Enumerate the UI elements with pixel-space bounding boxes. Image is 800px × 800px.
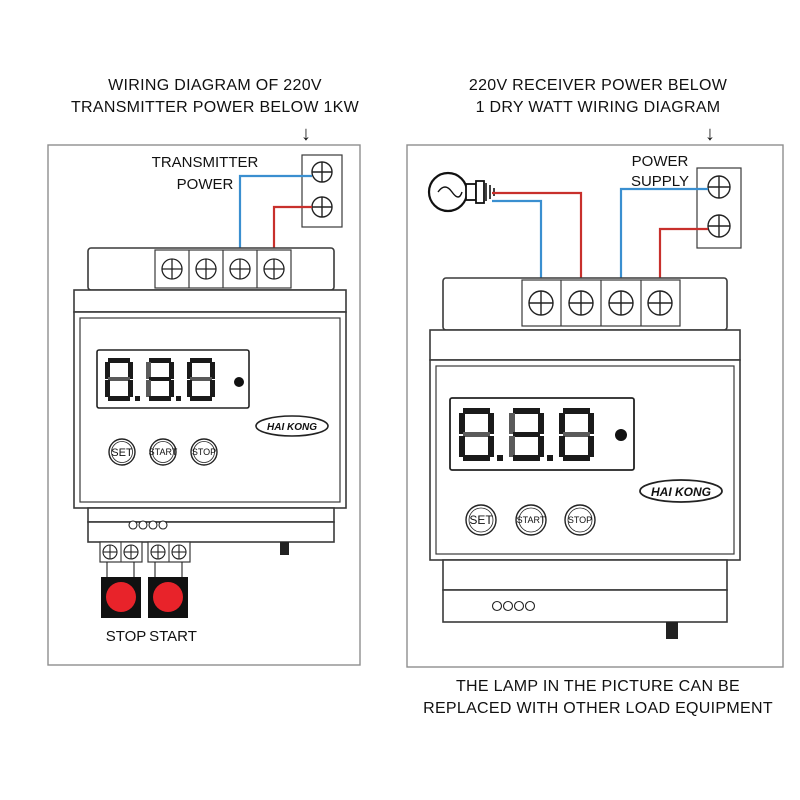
left-start-button-label: START [149,447,178,457]
terminal-screw-icon [707,175,731,199]
terminal-screw-icon [311,196,333,218]
stop-push-button[interactable] [101,577,141,618]
left-start-button[interactable]: START [149,438,178,466]
terminal-screw-icon [229,258,251,280]
stop-switch-label: STOP [106,628,147,645]
right-indicator-dots [491,600,536,612]
right-title-line2: 1 DRY WATT WIRING DIAGRAM [476,99,721,116]
right-set-button[interactable]: SET [465,504,497,536]
left-display [96,349,250,409]
left-panel: WIRING DIAGRAM OF 220V TRANSMITTER POWER… [47,77,361,666]
right-title-line1: 220V RECEIVER POWER BELOW [469,77,728,94]
terminal-screw-icon [568,290,594,316]
right-footer-line2: REPLACED WITH OTHER LOAD EQUIPMENT [423,700,773,717]
terminal-screw-icon [647,290,673,316]
terminal-screw-icon [195,258,217,280]
terminal-screw-icon [528,290,554,316]
terminal-screw-icon [311,161,333,183]
right-seven-segment-digits [459,408,594,461]
right-power-label-line1: POWER [632,153,689,170]
right-power-label-line2: SUPPLY [631,173,689,190]
left-power-terminal [301,154,343,228]
left-title-line2: TRANSMITTER POWER BELOW 1KW [71,99,360,116]
status-led [234,377,244,387]
blue-wire-lamp [492,199,543,302]
terminal-screw-icon [707,214,731,238]
terminal-screw-icon [171,544,187,560]
left-brand-logo: HAI KONG [255,415,329,437]
terminal-screw-icon [263,258,285,280]
right-start-button[interactable]: START [515,504,547,536]
terminal-screw-icon [161,258,183,280]
left-power-label-line2: POWER [177,176,234,193]
terminal-screw-icon [608,290,634,316]
left-seven-segment-digits [105,358,215,401]
right-set-button-label: SET [469,513,493,527]
left-stop-button-label: STOP [192,447,216,457]
right-adjust-knob[interactable] [666,622,678,639]
right-stop-button[interactable]: STOP [564,504,596,536]
down-arrow-icon: ↓ [705,123,715,145]
right-top-terminals [521,279,681,327]
right-brand-logo: HAI KONG [639,479,723,503]
left-power-label-line1: TRANSMITTER [152,154,259,171]
start-switch-label: START [149,628,197,645]
blue-wire [238,174,312,268]
left-title-line1: WIRING DIAGRAM OF 220V [108,77,322,94]
left-top-terminals [154,249,292,289]
left-indicator-dots [128,520,168,530]
red-wire-lamp [492,191,583,302]
left-stop-button[interactable]: STOP [190,438,218,466]
terminal-screw-icon [102,544,118,560]
status-led [615,429,627,441]
right-power-terminal [696,167,742,249]
right-brand-text: HAI KONG [651,485,711,499]
down-arrow-icon: ↓ [301,123,311,145]
blue-wire-supply [619,187,708,302]
left-switch-terminals [99,541,191,577]
left-set-button[interactable]: SET [108,438,136,466]
right-panel: 220V RECEIVER POWER BELOW 1 DRY WATT WIR… [406,77,784,717]
right-footer-line1: THE LAMP IN THE PICTURE CAN BE [456,678,740,695]
start-push-button[interactable] [148,577,188,618]
terminal-screw-icon [123,544,139,560]
lamp-icon [427,171,495,213]
left-set-button-label: SET [111,447,133,459]
left-adjust-knob[interactable] [280,542,289,555]
left-brand-text: HAI KONG [267,422,317,433]
terminal-screw-icon [150,544,166,560]
right-display [449,397,635,471]
right-stop-button-label: STOP [568,515,592,525]
right-start-button-label: START [517,515,546,525]
